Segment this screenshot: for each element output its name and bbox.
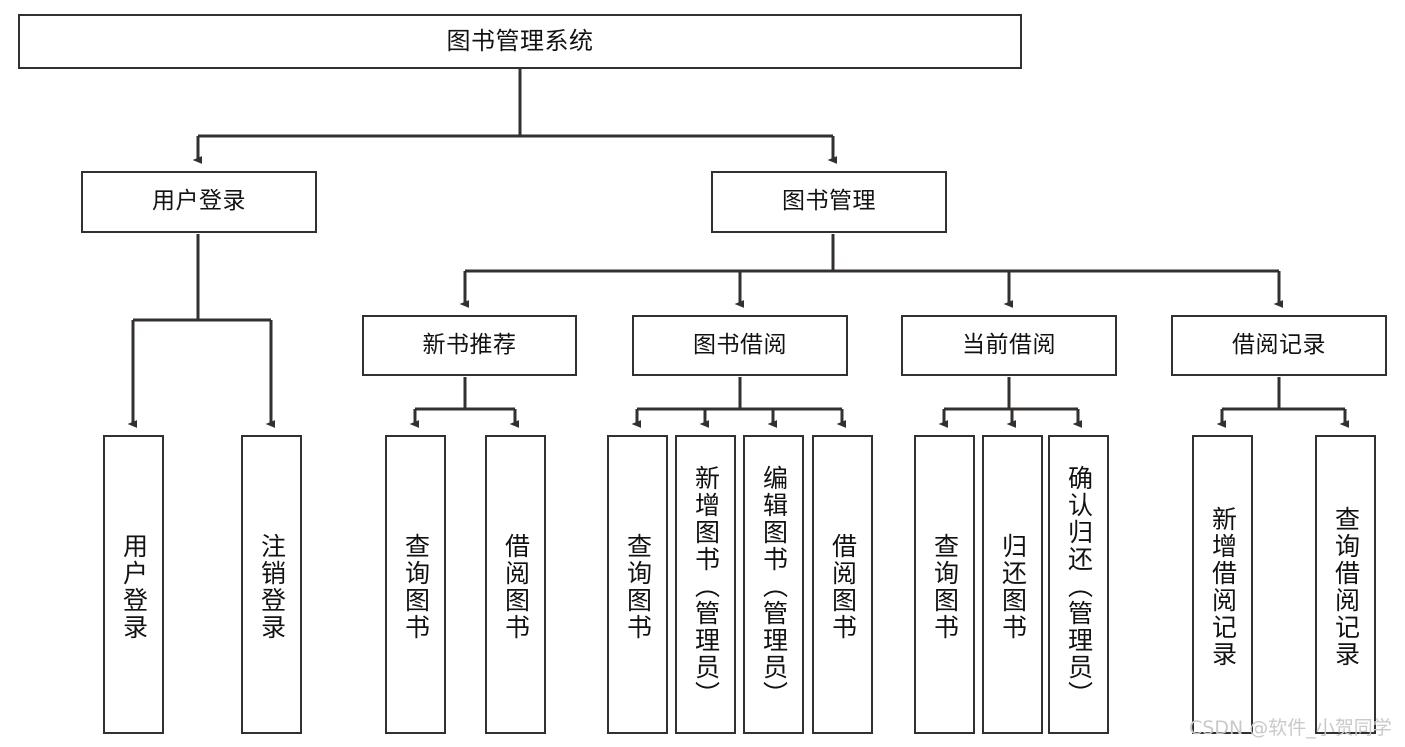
leaf-new-book-query[interactable]: 查询图书: [385, 435, 446, 734]
node-borrow-record-label: 借阅记录: [1232, 331, 1326, 358]
node-current-borrow[interactable]: 当前借阅: [901, 315, 1117, 376]
leaf-current-borrow-query-label: 查询图书: [930, 532, 960, 641]
leaf-book-borrow-query[interactable]: 查询图书: [607, 435, 668, 734]
csdn-watermark: CSDN @软件_小贺同学: [1189, 717, 1392, 739]
node-new-book-recommend-label: 新书推荐: [422, 331, 517, 358]
leaf-book-borrow-edit[interactable]: 编辑图书（管理员）: [743, 435, 804, 734]
leaf-book-borrow-edit-label: 编辑图书（管理员）: [759, 465, 789, 708]
node-borrow-record[interactable]: 借阅记录: [1171, 315, 1387, 376]
node-book-management[interactable]: 图书管理: [711, 171, 947, 233]
leaf-user-login-login[interactable]: 用户登录: [103, 435, 164, 734]
leaf-user-login-login-label: 用户登录: [119, 532, 149, 641]
leaf-book-borrow-query-label: 查询图书: [623, 532, 653, 641]
leaf-current-borrow-return[interactable]: 归还图书: [982, 435, 1043, 734]
leaf-book-borrow-add[interactable]: 新增图书（管理员）: [675, 435, 736, 734]
node-user-login[interactable]: 用户登录: [81, 171, 317, 233]
leaf-current-borrow-query[interactable]: 查询图书: [914, 435, 975, 734]
node-book-management-label: 图书管理: [782, 188, 876, 215]
node-root-label: 图书管理系统: [446, 27, 594, 56]
node-current-borrow-label: 当前借阅: [962, 331, 1056, 358]
node-new-book-recommend[interactable]: 新书推荐: [362, 315, 577, 376]
node-user-login-label: 用户登录: [152, 188, 246, 215]
leaf-user-login-logout-label: 注销登录: [257, 532, 287, 641]
node-book-borrow-label: 图书借阅: [693, 331, 787, 358]
leaf-book-borrow-add-label: 新增图书（管理员）: [691, 465, 721, 708]
leaf-borrow-record-query-label: 查询借阅记录: [1331, 505, 1361, 668]
leaf-book-borrow-borrow-label: 借阅图书: [828, 532, 858, 641]
leaf-borrow-record-query[interactable]: 查询借阅记录: [1315, 435, 1376, 734]
leaf-current-borrow-confirm[interactable]: 确认归还（管理员）: [1048, 435, 1109, 734]
leaf-new-book-borrow-label: 借阅图书: [501, 532, 531, 641]
node-book-borrow[interactable]: 图书借阅: [632, 315, 848, 376]
node-root[interactable]: 图书管理系统: [18, 14, 1022, 69]
leaf-borrow-record-add-label: 新增借阅记录: [1208, 505, 1238, 668]
leaf-borrow-record-add[interactable]: 新增借阅记录: [1192, 435, 1253, 734]
leaf-user-login-logout[interactable]: 注销登录: [241, 435, 302, 734]
leaf-new-book-query-label: 查询图书: [401, 532, 431, 641]
leaf-new-book-borrow[interactable]: 借阅图书: [485, 435, 546, 734]
leaf-current-borrow-return-label: 归还图书: [998, 532, 1028, 641]
leaf-book-borrow-borrow[interactable]: 借阅图书: [812, 435, 873, 734]
leaf-current-borrow-confirm-label: 确认归还（管理员）: [1064, 465, 1094, 708]
